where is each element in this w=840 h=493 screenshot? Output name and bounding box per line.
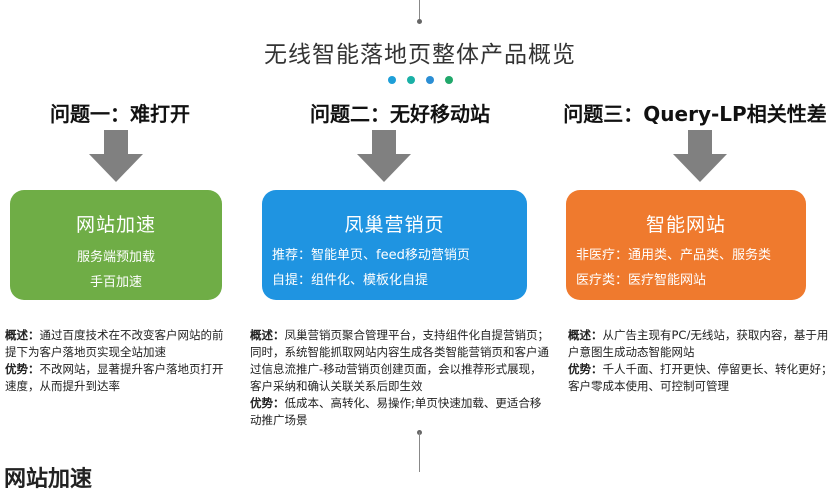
solution-box-2: 凤巢营销页 推荐：智能单页、feed移动营销页 自提：组件化、模板化自提 bbox=[262, 190, 527, 300]
down-arrow-icon bbox=[89, 130, 143, 182]
decorative-dots bbox=[0, 76, 840, 84]
description-3: 概述：从广告主现有PC/无线站，获取内容，基于用户意图生成动态智能网站 优势：千… bbox=[568, 327, 836, 395]
connector-dot-top bbox=[417, 19, 422, 24]
problem-heading-2: 问题二：无好移动站 bbox=[310, 102, 490, 126]
overview-2: 概述：凤巢营销页聚合管理平台，支持组件化自提营销页；同时，系统智能抓取网站内容生… bbox=[250, 328, 549, 393]
solution-box-1: 网站加速 服务端预加载 手百加速 bbox=[10, 190, 222, 300]
advantage-3: 优势：千人千面、打开更快、停留更长、转化更好；客户零成本使用、可控制可管理 bbox=[568, 362, 833, 393]
solution-line: 服务端预加载 bbox=[76, 250, 155, 265]
dot-3 bbox=[425, 76, 434, 84]
solution-box-3: 智能网站 非医疗：通用类、产品类、服务类 医疗类：医疗智能网站 bbox=[566, 190, 806, 300]
overview-1: 概述：通过百度技术在不改变客户网站的前提下为客户落地页实现全站加速 bbox=[5, 328, 224, 359]
problem-heading-1: 问题一：难打开 bbox=[50, 102, 190, 126]
diagram-title: 无线智能落地页整体产品概览 bbox=[264, 42, 576, 68]
advantage-2: 优势：低成本、高转化、易操作;单页快速加载、更适合移动推广场景 bbox=[250, 396, 542, 427]
down-arrow-icon bbox=[357, 130, 411, 182]
connector-line-top bbox=[419, 0, 420, 20]
solution-line: 推荐：智能单页、feed移动营销页 bbox=[272, 248, 470, 263]
dot-1 bbox=[387, 76, 396, 84]
solution-title-3: 智能网站 bbox=[645, 214, 726, 236]
description-1: 概述：通过百度技术在不改变客户网站的前提下为客户落地页实现全站加速 优势：不改网… bbox=[5, 327, 230, 395]
connector-line-bottom bbox=[419, 432, 420, 472]
overview-3: 概述：从广告主现有PC/无线站，获取内容，基于用户意图生成动态智能网站 bbox=[568, 328, 829, 359]
down-arrow-icon bbox=[673, 130, 727, 182]
advantage-1: 优势：不改网站，显著提升客户落地页打开速度，从而提升到达率 bbox=[5, 362, 224, 393]
solution-title-2: 凤巢营销页 bbox=[344, 214, 445, 236]
solution-line: 医疗类：医疗智能网站 bbox=[576, 273, 707, 288]
solution-line: 手百加速 bbox=[89, 275, 142, 290]
problem-heading-3: 问题三：Query-LP相关性差 bbox=[563, 102, 827, 126]
next-section-heading: 网站加速 bbox=[4, 467, 93, 492]
solution-title-1: 网站加速 bbox=[75, 214, 156, 236]
dot-2 bbox=[406, 76, 415, 84]
dot-4 bbox=[444, 76, 453, 84]
solution-line: 自提：组件化、模板化自提 bbox=[272, 273, 429, 288]
solution-line: 非医疗：通用类、产品类、服务类 bbox=[576, 248, 772, 263]
description-2: 概述：凤巢营销页聚合管理平台，支持组件化自提营销页；同时，系统智能抓取网站内容生… bbox=[250, 327, 550, 429]
